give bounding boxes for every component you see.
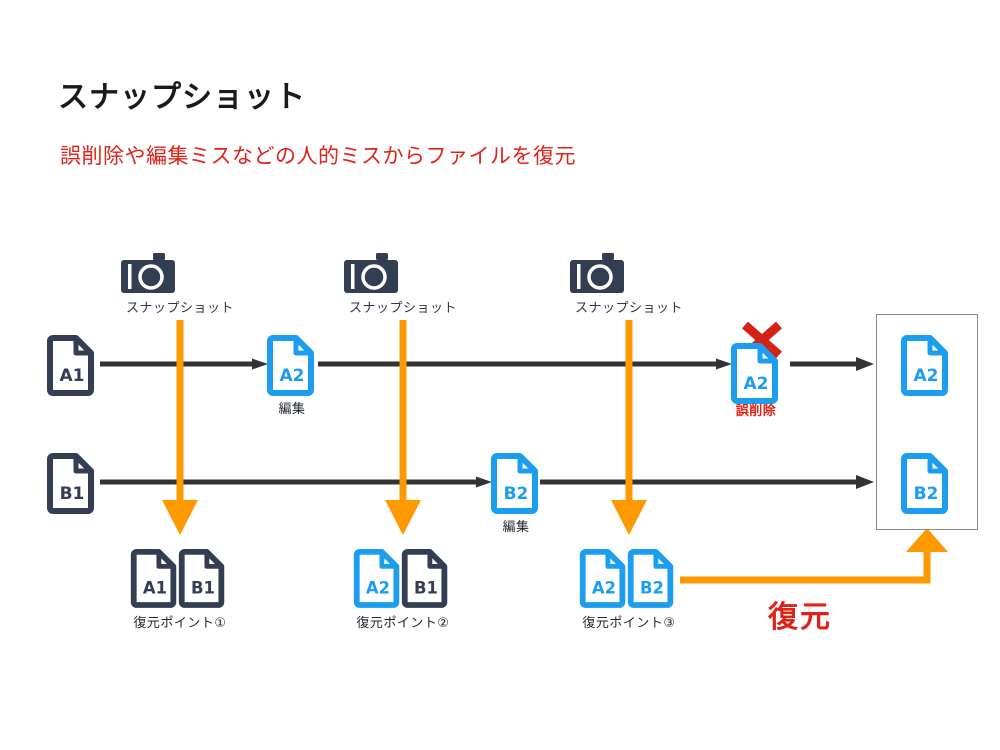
file-icon: B2 bbox=[491, 453, 538, 514]
file-b2-edit[interactable]: B2 bbox=[491, 452, 540, 514]
file-b2-edit-label: B2 bbox=[504, 484, 529, 504]
file-icon: B1 bbox=[178, 548, 225, 608]
restore-label: 復元 bbox=[768, 600, 832, 635]
page-title: スナップショット bbox=[58, 80, 306, 115]
restore-point-3-caption: 復元ポイント③ bbox=[582, 616, 676, 631]
row-b-flow bbox=[100, 475, 874, 489]
camera-icon bbox=[121, 253, 175, 293]
file-icon: B1 bbox=[401, 548, 448, 608]
snapshot-2-label: スナップショット bbox=[348, 301, 457, 316]
file-icon: A2 bbox=[901, 335, 948, 396]
restore-point-3[interactable]: A2 B2 bbox=[579, 548, 676, 610]
accidental-delete-caption: 誤削除 bbox=[735, 404, 777, 419]
restore-point-2-caption: 復元ポイント② bbox=[356, 616, 450, 631]
file-icon: B2 bbox=[627, 548, 674, 608]
file-icon: A1 bbox=[130, 548, 177, 608]
snapshot-arrow-1 bbox=[162, 320, 198, 535]
restore-point-3-file-2-label: B2 bbox=[640, 578, 664, 597]
snapshot-3: スナップショット bbox=[569, 252, 689, 316]
file-b1-label: B1 bbox=[60, 484, 85, 504]
restore-point-3-file-1-label: A2 bbox=[592, 578, 616, 597]
restore-point-2-file-2-label: B1 bbox=[414, 578, 438, 597]
result-file-b2[interactable]: B2 bbox=[901, 452, 950, 514]
file-a2-edit-caption: 編集 bbox=[278, 402, 306, 417]
file-b2-edit-caption: 編集 bbox=[502, 520, 530, 535]
restore-point-1-file-2-label: B1 bbox=[191, 578, 215, 597]
result-file-b2-label: B2 bbox=[914, 484, 939, 504]
file-b1[interactable]: B1 bbox=[47, 452, 96, 514]
file-a1-label: A1 bbox=[60, 366, 85, 386]
result-file-a2-label: A2 bbox=[914, 366, 939, 386]
file-icon: A2 bbox=[731, 343, 778, 404]
file-icon: A2 bbox=[267, 335, 314, 396]
snapshot-3-label: スナップショット bbox=[574, 301, 683, 316]
file-icon: A2 bbox=[579, 548, 626, 608]
camera-icon bbox=[570, 253, 624, 293]
restore-point-2[interactable]: A2 B1 bbox=[353, 548, 450, 610]
snapshot-2: スナップショット bbox=[343, 252, 463, 316]
file-icon: A1 bbox=[47, 335, 94, 396]
snapshot-arrow-3 bbox=[611, 320, 647, 535]
restore-point-1-caption: 復元ポイント① bbox=[133, 616, 227, 631]
file-a2-edit[interactable]: A2 bbox=[267, 334, 316, 396]
result-file-a2[interactable]: A2 bbox=[901, 334, 950, 396]
file-a2-deleted[interactable]: A2 bbox=[731, 342, 780, 404]
restore-point-2-file-1-label: A2 bbox=[366, 578, 390, 597]
restore-point-1[interactable]: A1 B1 bbox=[130, 548, 227, 610]
row-a-flow bbox=[100, 357, 874, 371]
page-subtitle: 誤削除や編集ミスなどの人的ミスからファイルを復元 bbox=[60, 144, 576, 168]
snapshot-arrow-2 bbox=[385, 320, 421, 535]
file-a2-deleted-label: A2 bbox=[744, 374, 769, 394]
restore-arrow bbox=[680, 528, 948, 584]
camera-icon bbox=[344, 253, 398, 293]
file-a2-edit-label: A2 bbox=[280, 366, 305, 386]
file-a1[interactable]: A1 bbox=[47, 334, 96, 396]
file-icon: B1 bbox=[47, 453, 94, 514]
file-icon: B2 bbox=[901, 453, 948, 514]
snapshot-1: スナップショット bbox=[120, 252, 240, 316]
restore-point-1-file-1-label: A1 bbox=[143, 578, 167, 597]
snapshot-1-label: スナップショット bbox=[125, 301, 234, 316]
file-icon: A2 bbox=[353, 548, 400, 608]
